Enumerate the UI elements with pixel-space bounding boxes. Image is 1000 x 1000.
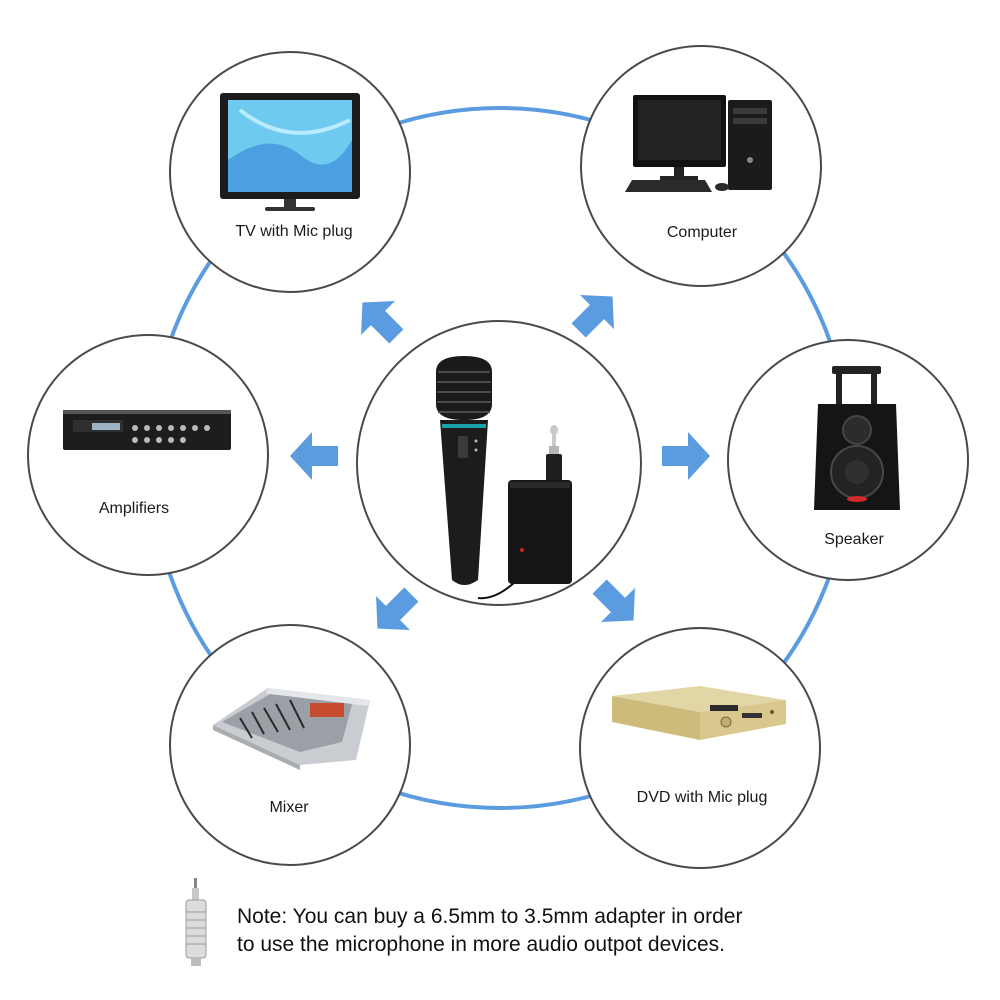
speaker-icon: [814, 366, 900, 510]
amplifiers-label: Amplifiers: [99, 500, 169, 517]
node-computer: Computer: [580, 45, 822, 287]
arrows: [290, 295, 710, 630]
arrow-to-mixer: [376, 587, 419, 630]
microphone-icon: [436, 356, 492, 585]
adapter-icon: [185, 878, 207, 966]
arrow-to-computer: [571, 295, 614, 338]
note-text: Note: You can buy a 6.5mm to 3.5mm adapt…: [237, 903, 937, 959]
receiver-icon: [477, 425, 572, 600]
arrow-to-speaker: [662, 432, 710, 480]
node-mixer: Mixer: [169, 624, 411, 866]
note-line-1: Note: You can buy a 6.5mm to 3.5mm adapt…: [237, 905, 743, 928]
node-tv: TV with Mic plug: [169, 51, 411, 293]
tv-icon: [220, 93, 360, 211]
tv-label: TV with Mic plug: [235, 223, 352, 240]
node-speaker: Speaker: [727, 339, 969, 581]
arrow-to-tv: [361, 301, 404, 344]
computer-icon: [625, 95, 772, 192]
mixer-label: Mixer: [269, 799, 309, 816]
center-node: [356, 320, 642, 606]
mixer-icon: [213, 688, 370, 770]
dvd-label: DVD with Mic plug: [637, 789, 768, 806]
node-dvd: DVD with Mic plug: [579, 627, 821, 869]
note-line-2: to use the microphone in more audio outp…: [237, 933, 725, 956]
amplifier-icon: [63, 410, 231, 450]
node-amplifiers: Amplifiers: [27, 334, 269, 576]
arrow-to-amplifiers: [290, 432, 338, 480]
arrow-to-dvd: [592, 579, 635, 622]
dvd-player-icon: [612, 686, 786, 740]
speaker-label: Speaker: [824, 531, 884, 548]
computer-label: Computer: [667, 224, 738, 241]
